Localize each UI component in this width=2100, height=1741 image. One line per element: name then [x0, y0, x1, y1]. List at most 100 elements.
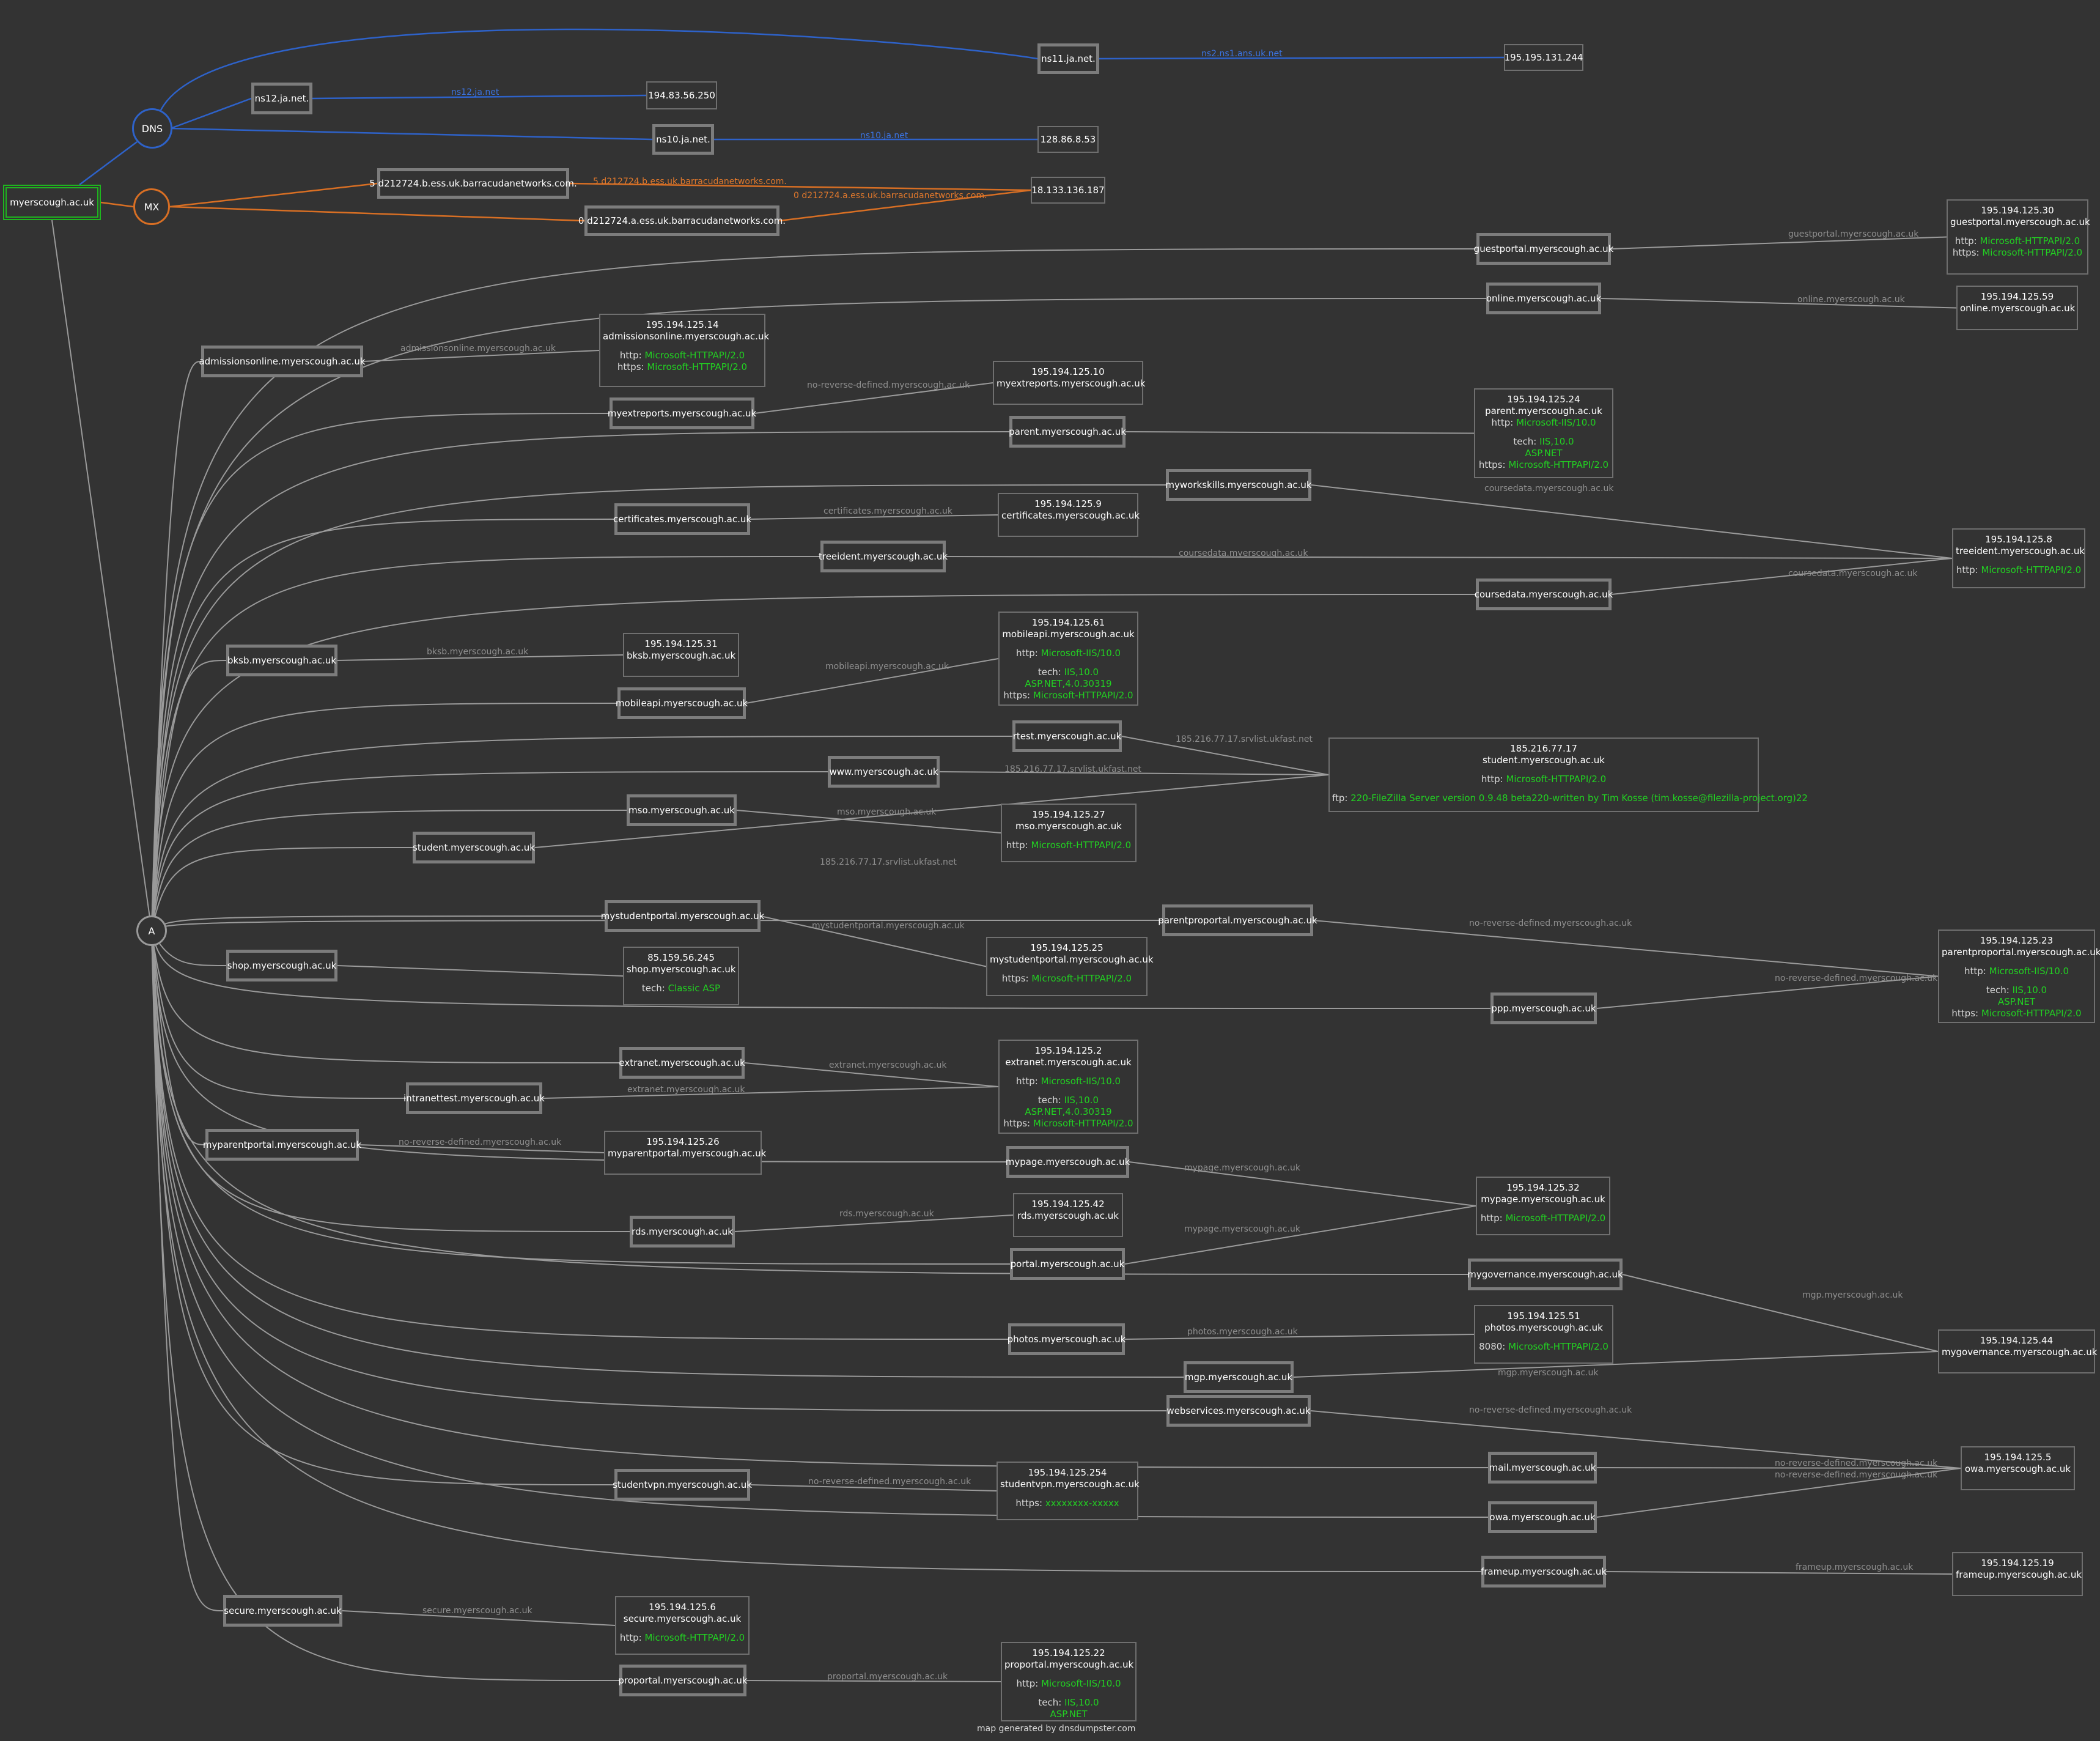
- edge-h_treeident-to-ip_treeident: [945, 556, 1953, 559]
- service-key: tech:: [1037, 667, 1064, 678]
- host-node-ppp-myerscough-ac-uk[interactable]: ppp.myerscough.ac.uk: [1490, 992, 1597, 1024]
- host-node-owa-myerscough-ac-uk[interactable]: owa.myerscough.ac.uk: [1488, 1501, 1597, 1533]
- host-node-shop-myerscough-ac-uk[interactable]: shop.myerscough.ac.uk: [226, 950, 337, 981]
- host-node-proportal-myerscough-ac-uk[interactable]: proportal.myerscough.ac.uk: [618, 1665, 748, 1696]
- host-node-mypage-myerscough-ac-uk[interactable]: mypage.myerscough.ac.uk: [1006, 1146, 1130, 1178]
- host-node-mystudentportal-myerscough-ac-uk[interactable]: mystudentportal.myerscough.ac.uk: [601, 900, 764, 932]
- service-key: https:: [1951, 1008, 1981, 1019]
- host-node-webservices-myerscough-ac-uk[interactable]: webservices.myerscough.ac.uk: [1166, 1395, 1311, 1427]
- service-row: http: Microsoft-IIS/10.0: [1002, 1076, 1135, 1087]
- host-node-myparentportal-myerscough-ac-uk[interactable]: myparentportal.myerscough.ac.uk: [203, 1129, 361, 1161]
- host-node-portal-myerscough-ac-uk[interactable]: portal.myerscough.ac.uk: [1010, 1248, 1125, 1280]
- host-node-online-myerscough-ac-uk[interactable]: online.myerscough.ac.uk: [1486, 283, 1601, 314]
- host-node-mgp-myerscough-ac-uk[interactable]: mgp.myerscough.ac.uk: [1184, 1361, 1294, 1393]
- host-node-parentproportal-myerscough-ac-uk[interactable]: parentproportal.myerscough.ac.uk: [1158, 904, 1317, 936]
- spacer: [1002, 659, 1135, 667]
- host-node-mobileapi-myerscough-ac-uk[interactable]: mobileapi.myerscough.ac.uk: [616, 687, 748, 719]
- host-node-parent-myerscough-ac-uk[interactable]: parent.myerscough.ac.uk: [1009, 416, 1126, 448]
- host-node-ns12-ja-net[interactable]: ns12.ja.net.: [251, 83, 312, 114]
- edge-mx5-to-ip_mx: [569, 182, 1031, 191]
- host-node-certificates-myerscough-ac-uk[interactable]: certificates.myerscough.ac.uk: [613, 503, 751, 535]
- edge-h_proportal-to-ip_proportal: [746, 1680, 1001, 1682]
- service-value: ASP.NET,4.0.30319: [1025, 678, 1112, 689]
- dns-record-node[interactable]: DNS: [132, 108, 172, 149]
- service-value: ASP.NET: [1525, 448, 1563, 459]
- service-value: IIS,10.0: [1539, 436, 1574, 447]
- host-node-guestportal-myerscough-ac-uk[interactable]: guestportal.myerscough.ac.uk: [1474, 233, 1613, 265]
- hostname-label: proportal.myerscough.ac.uk: [618, 1675, 748, 1686]
- ip-info-box-194-83-56-250[interactable]: 194.83.56.250: [646, 81, 717, 109]
- host-node-myworkskills-myerscough-ac-uk[interactable]: myworkskills.myerscough.ac.uk: [1165, 469, 1312, 501]
- edge-anode-to-h_mail: [151, 930, 1489, 1468]
- host-node-extranet-myerscough-ac-uk[interactable]: extranet.myerscough.ac.uk: [619, 1047, 745, 1079]
- host-node-photos-myerscough-ac-uk[interactable]: photos.myerscough.ac.uk: [1008, 1323, 1126, 1355]
- host-node-ns11-ja-net[interactable]: ns11.ja.net.: [1037, 43, 1099, 74]
- service-value: Microsoft-HTTPAPI/2.0: [1980, 235, 2080, 246]
- ip-info-box-195-195-131-244[interactable]: 195.195.131.244: [1504, 44, 1583, 71]
- hostname-label: coursedata.myerscough.ac.uk: [1474, 589, 1613, 600]
- host-node-secure-myerscough-ac-uk[interactable]: secure.myerscough.ac.uk: [223, 1595, 342, 1627]
- host-node-intranettest-myerscough-ac-uk[interactable]: intranettest.myerscough.ac.uk: [403, 1082, 545, 1114]
- host-node-student-myerscough-ac-uk[interactable]: student.myerscough.ac.uk: [413, 832, 535, 863]
- host-node-bksb-myerscough-ac-uk[interactable]: bksb.myerscough.ac.uk: [226, 645, 337, 676]
- ip-address: 185.216.77.17: [1510, 743, 1577, 754]
- host-node-mygovernance-myerscough-ac-uk[interactable]: mygovernance.myerscough.ac.uk: [1467, 1259, 1623, 1290]
- host-node-coursedata-myerscough-ac-uk[interactable]: coursedata.myerscough.ac.uk: [1474, 578, 1613, 610]
- service-key: https:: [1952, 247, 1983, 258]
- edge-dnsnode-to-ns12: [170, 97, 252, 130]
- ip-info-box-18-133-136-187[interactable]: 18.133.136.187: [1031, 177, 1105, 204]
- service-key: http:: [1006, 840, 1031, 851]
- host-node-studentvpn-myerscough-ac-uk[interactable]: studentvpn.myerscough.ac.uk: [613, 1469, 752, 1501]
- mx-record-node[interactable]: MX: [133, 188, 170, 225]
- host-node-mail-myerscough-ac-uk[interactable]: mail.myerscough.ac.uk: [1488, 1452, 1597, 1484]
- host-node-mso-myerscough-ac-uk[interactable]: mso.myerscough.ac.uk: [627, 794, 737, 826]
- edge-h_parent-to-ip_parent: [1125, 431, 1475, 434]
- host-node-frameup-myerscough-ac-uk[interactable]: frameup.myerscough.ac.uk: [1480, 1556, 1607, 1588]
- host-node-admissionsonline-myerscough-ac-uk[interactable]: admissionsonline.myerscough.ac.uk: [199, 346, 366, 377]
- host-node-treeident-myerscough-ac-uk[interactable]: treeident.myerscough.ac.uk: [819, 541, 948, 572]
- edge-anode-to-h_guestportal: [151, 248, 1477, 931]
- host-node-0-d212724-a-ess-uk-barracudanetworks-com[interactable]: 0 d212724.a.ess.uk.barracudanetworks.com…: [578, 205, 786, 236]
- host-node-rtest-myerscough-ac-uk[interactable]: rtest.myerscough.ac.uk: [1012, 720, 1122, 752]
- ip-address: 195.194.125.32: [1506, 1182, 1580, 1193]
- edge-anode-to-h_rds: [151, 930, 630, 1232]
- host-node-www-myerscough-ac-uk[interactable]: www.myerscough.ac.uk: [828, 756, 940, 788]
- hostname-label: frameup.myerscough.ac.uk: [1480, 1566, 1607, 1577]
- reverse-hostname: certificates.myerscough.ac.uk: [1001, 510, 1140, 521]
- host-node-ns10-ja-net[interactable]: ns10.ja.net.: [652, 124, 714, 155]
- ip-info-box-128-86-8-53[interactable]: 128.86.8.53: [1037, 126, 1099, 153]
- host-node-5-d212724-b-ess-uk-barracudanetworks-com[interactable]: 5 d212724.b.ess.uk.barracudanetworks.com…: [369, 168, 577, 199]
- host-node-rds-myerscough-ac-uk[interactable]: rds.myerscough.ac.uk: [630, 1216, 735, 1248]
- edge-anode-to-h_studentvpn: [151, 930, 615, 1485]
- root-domain-node[interactable]: myerscough.ac.uk: [3, 185, 101, 220]
- service-key: http:: [1015, 1076, 1041, 1087]
- edge-h_online-to-ip_online: [1601, 298, 1957, 309]
- host-node-myextreports-myerscough-ac-uk[interactable]: myextreports.myerscough.ac.uk: [608, 397, 756, 429]
- a-record-node[interactable]: A: [136, 915, 167, 946]
